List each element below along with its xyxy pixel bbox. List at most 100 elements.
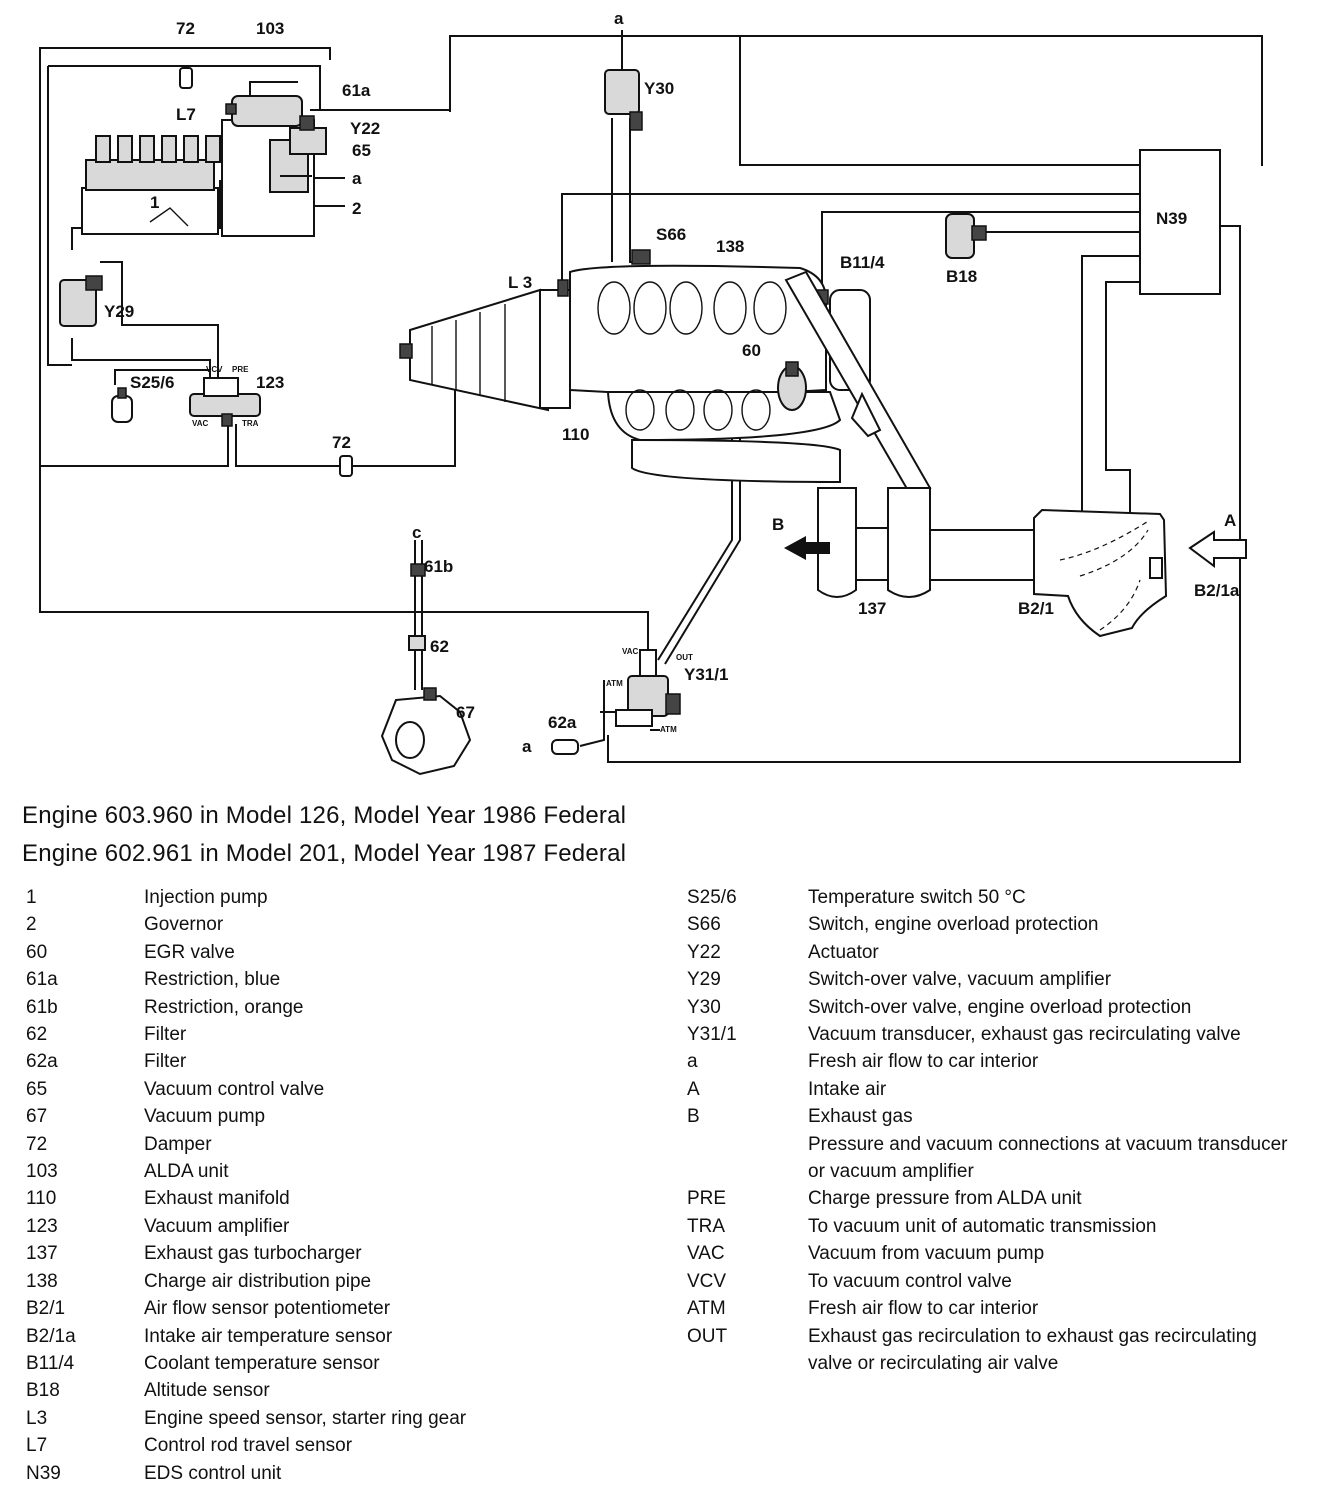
label-atm-1: ATM [606,679,623,688]
label-B2-1a: B2/1a [1194,581,1240,600]
legend-description: Intake air [808,1078,887,1100]
caption-engine-1987: Engine 602.961 in Model 201, Model Year … [22,840,627,867]
label-72-bottom: 72 [332,433,351,452]
alda-unit [231,81,303,127]
legend-row: 60 EGR valve [26,939,646,966]
vacuum-pump-67 [380,687,472,776]
legend-description: Damper [144,1133,212,1155]
legend-code: TRA [687,1215,725,1237]
n39-control-unit [1139,149,1221,295]
legend-description: Charge air distribution pipe [144,1270,372,1292]
legend-description: Exhaust gas turbocharger [144,1243,362,1265]
airflow-sensor-b2-1 [1033,508,1247,638]
legend-description: Pressure and vacuum connections at vacuu… [808,1133,1288,1183]
legend-code: Y31/1 [687,1024,737,1046]
label-L7: L7 [176,105,196,124]
label-pre: PRE [232,365,249,374]
legend-description: Exhaust gas [808,1106,913,1128]
legend-description: Exhaust gas recirculation to exhaust gas… [808,1325,1257,1374]
damper-72-top [179,67,193,89]
legend-code: A [687,1078,700,1100]
legend-code: a [687,1051,698,1073]
label-2: 2 [352,199,361,218]
legend-description: Engine speed sensor, starter ring gear [144,1407,467,1429]
legend-row: B Exhaust gas [687,1103,1297,1130]
label-a-left: a [352,169,362,188]
label-c: c [412,523,421,542]
filter-62 [408,635,426,651]
legend-code: 123 [26,1215,58,1237]
label-1: 1 [150,193,159,212]
filter-62a [551,739,579,755]
label-Y31-1: Y31/1 [684,665,728,684]
legend-row: N39 EDS control unit [26,1460,646,1487]
legend-description: EDS control unit [144,1462,282,1484]
legend-code: 60 [26,941,48,963]
label-B2-1: B2/1 [1018,599,1054,618]
legend-code: 103 [26,1161,58,1183]
legend-description: Vacuum control valve [144,1078,325,1100]
label-B: B [772,515,784,534]
legend-code: ATM [687,1298,726,1320]
label-61a: 61a [342,81,371,100]
legend-description: Vacuum pump [144,1106,266,1128]
legend-row: 67 Vacuum pump [26,1103,646,1130]
legend-code: B [687,1106,700,1128]
legend-description: Vacuum transducer, exhaust gas recircula… [808,1024,1241,1046]
legend-code: N39 [26,1462,61,1484]
legend-code: VCV [687,1270,727,1292]
legend-row: B2/1a Intake air temperature sensor [26,1323,646,1350]
legend-code: PRE [687,1188,727,1210]
legend-code: 65 [26,1078,48,1100]
legend-description: Fresh air flow to car interior [808,1051,1039,1073]
legend-code: L7 [26,1435,48,1457]
legend-description: EGR valve [144,941,235,963]
legend-description: Vacuum amplifier [144,1215,290,1237]
legend-code: 67 [26,1106,48,1128]
y29-valve [59,275,103,327]
egr-valve-60 [777,361,807,411]
legend-code: Y30 [687,996,721,1018]
legend-description: Filter [144,1024,187,1046]
legend-code: OUT [687,1325,728,1347]
legend-row: Pressure and vacuum connections at vacuu… [687,1131,1297,1186]
label-a-top: a [614,9,624,28]
vacuum-control-valve [289,115,327,155]
legend-code: 110 [26,1188,57,1210]
legend-description: To vacuum unit of automatic transmission [808,1215,1157,1237]
legend-code: 138 [26,1270,58,1292]
label-B11-4: B11/4 [840,253,885,272]
label-atm-2: ATM [660,725,677,734]
legend-description: Switch-over valve, engine overload prote… [808,996,1192,1018]
label-67: 67 [456,703,475,722]
legend-description: Coolant temperature sensor [144,1352,380,1374]
legend-code: 61b [26,996,58,1018]
label-vac: VAC [192,419,209,428]
legend-code: 2 [26,914,37,936]
legend-code: 137 [26,1243,58,1265]
label-72-top: 72 [176,19,195,38]
legend-code: 72 [26,1133,48,1155]
restriction-61b [410,563,426,577]
legend-description: Intake air temperature sensor [144,1325,393,1347]
legend-description: Restriction, blue [144,969,281,991]
legend-code: S25/6 [687,887,737,908]
legend-row: Y31/1 Vacuum transducer, exhaust gas reci… [687,1021,1297,1048]
legend-code: B2/1a [26,1325,76,1347]
legend-code: B2/1 [26,1298,66,1320]
